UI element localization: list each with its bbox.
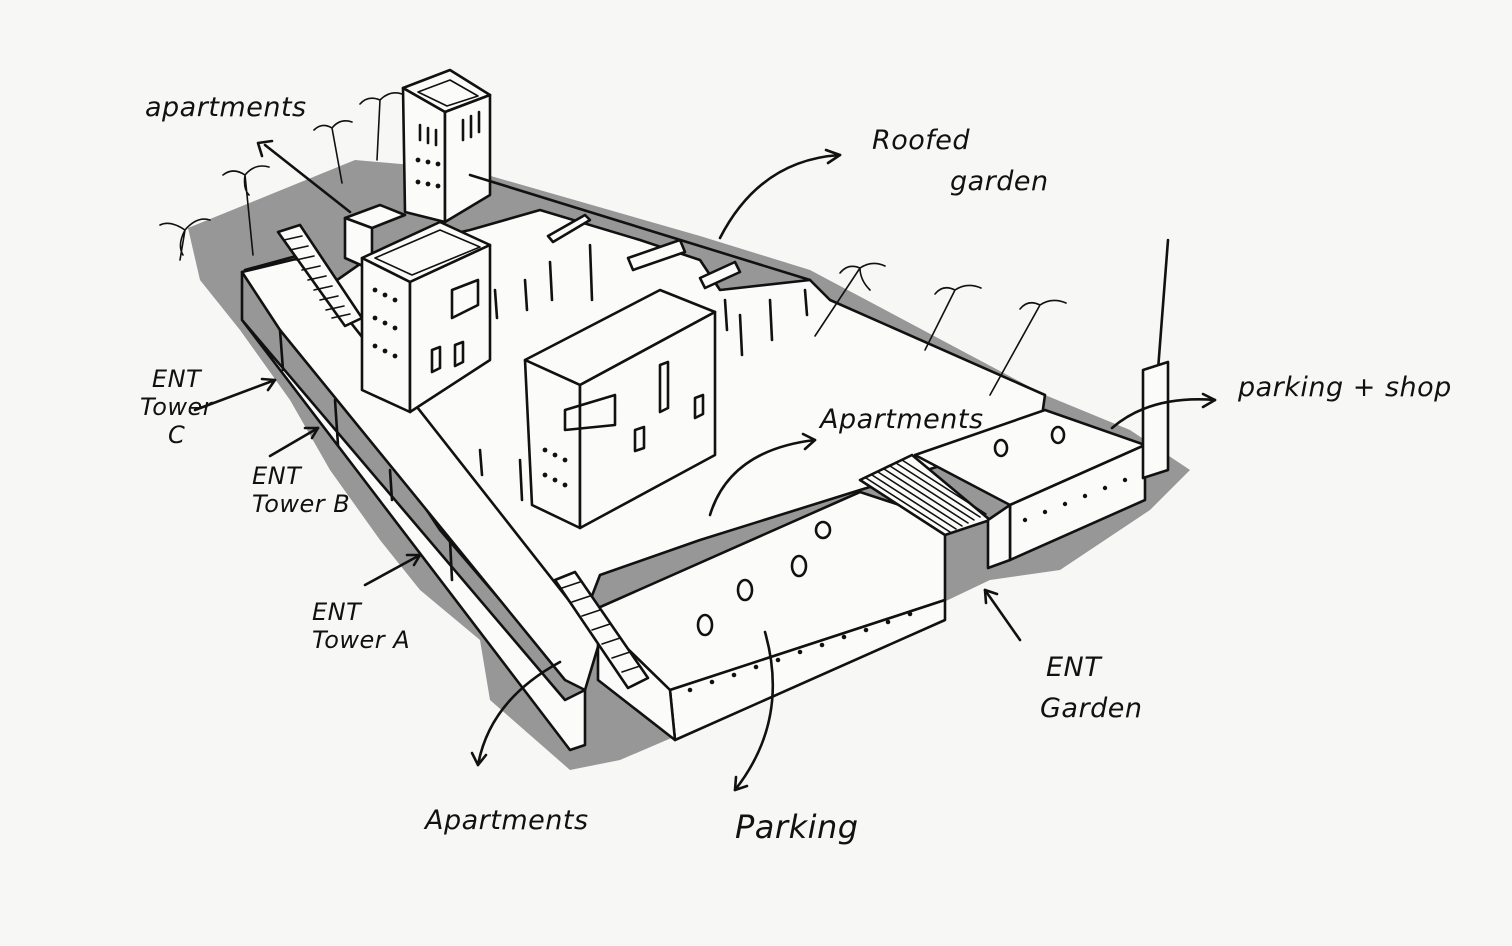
- stair-lower: [553, 570, 650, 690]
- label-ent-tower-b: ENT Tower B: [252, 462, 350, 518]
- garden-columns: [468, 173, 812, 357]
- label-apartments-bottom: Apartments: [425, 805, 589, 836]
- label-ent-tower-c: ENT Tower C: [140, 365, 213, 449]
- label-ent-garden: ENT Garden: [1040, 652, 1142, 724]
- label-ent-tower-b-line1: ENT: [252, 462, 302, 490]
- parking-block: [596, 490, 947, 742]
- garden-gate: [858, 453, 992, 537]
- label-ent-tower-a: ENT Tower A: [312, 598, 410, 654]
- skylights: [546, 213, 742, 290]
- label-ent-tower-c-line3: C: [167, 421, 186, 449]
- label-ent-tower-a-line1: ENT: [312, 598, 362, 626]
- label-ent-tower-c-line1: ENT: [151, 365, 202, 393]
- label-ent-tower-a-line2: Tower A: [312, 626, 411, 654]
- label-ent-garden-line1: ENT: [1046, 652, 1102, 683]
- label-apartments-top: apartments: [145, 92, 307, 123]
- left-wing: [240, 256, 602, 752]
- palm-trees: [159, 92, 1067, 396]
- tower-back: [401, 68, 492, 224]
- label-roofed-garden-line2: garden: [950, 166, 1049, 197]
- label-ent-garden-line2: Garden: [1040, 693, 1143, 724]
- label-roofed-garden: Roofed garden: [872, 125, 1049, 197]
- tower-front: [523, 288, 717, 530]
- label-ent-tower-c-line2: Tower: [140, 393, 214, 421]
- label-apartments-mid: Apartments: [820, 404, 984, 435]
- label-ent-tower-b-line2: Tower B: [252, 490, 351, 518]
- label-parking-shop: parking + shop: [1238, 372, 1452, 403]
- label-parking: Parking: [735, 808, 859, 846]
- leader-arrows: [193, 139, 1217, 792]
- pole: [1141, 238, 1170, 480]
- tower-mid: [360, 220, 492, 414]
- label-roofed-garden-line1: Roofed: [872, 125, 971, 156]
